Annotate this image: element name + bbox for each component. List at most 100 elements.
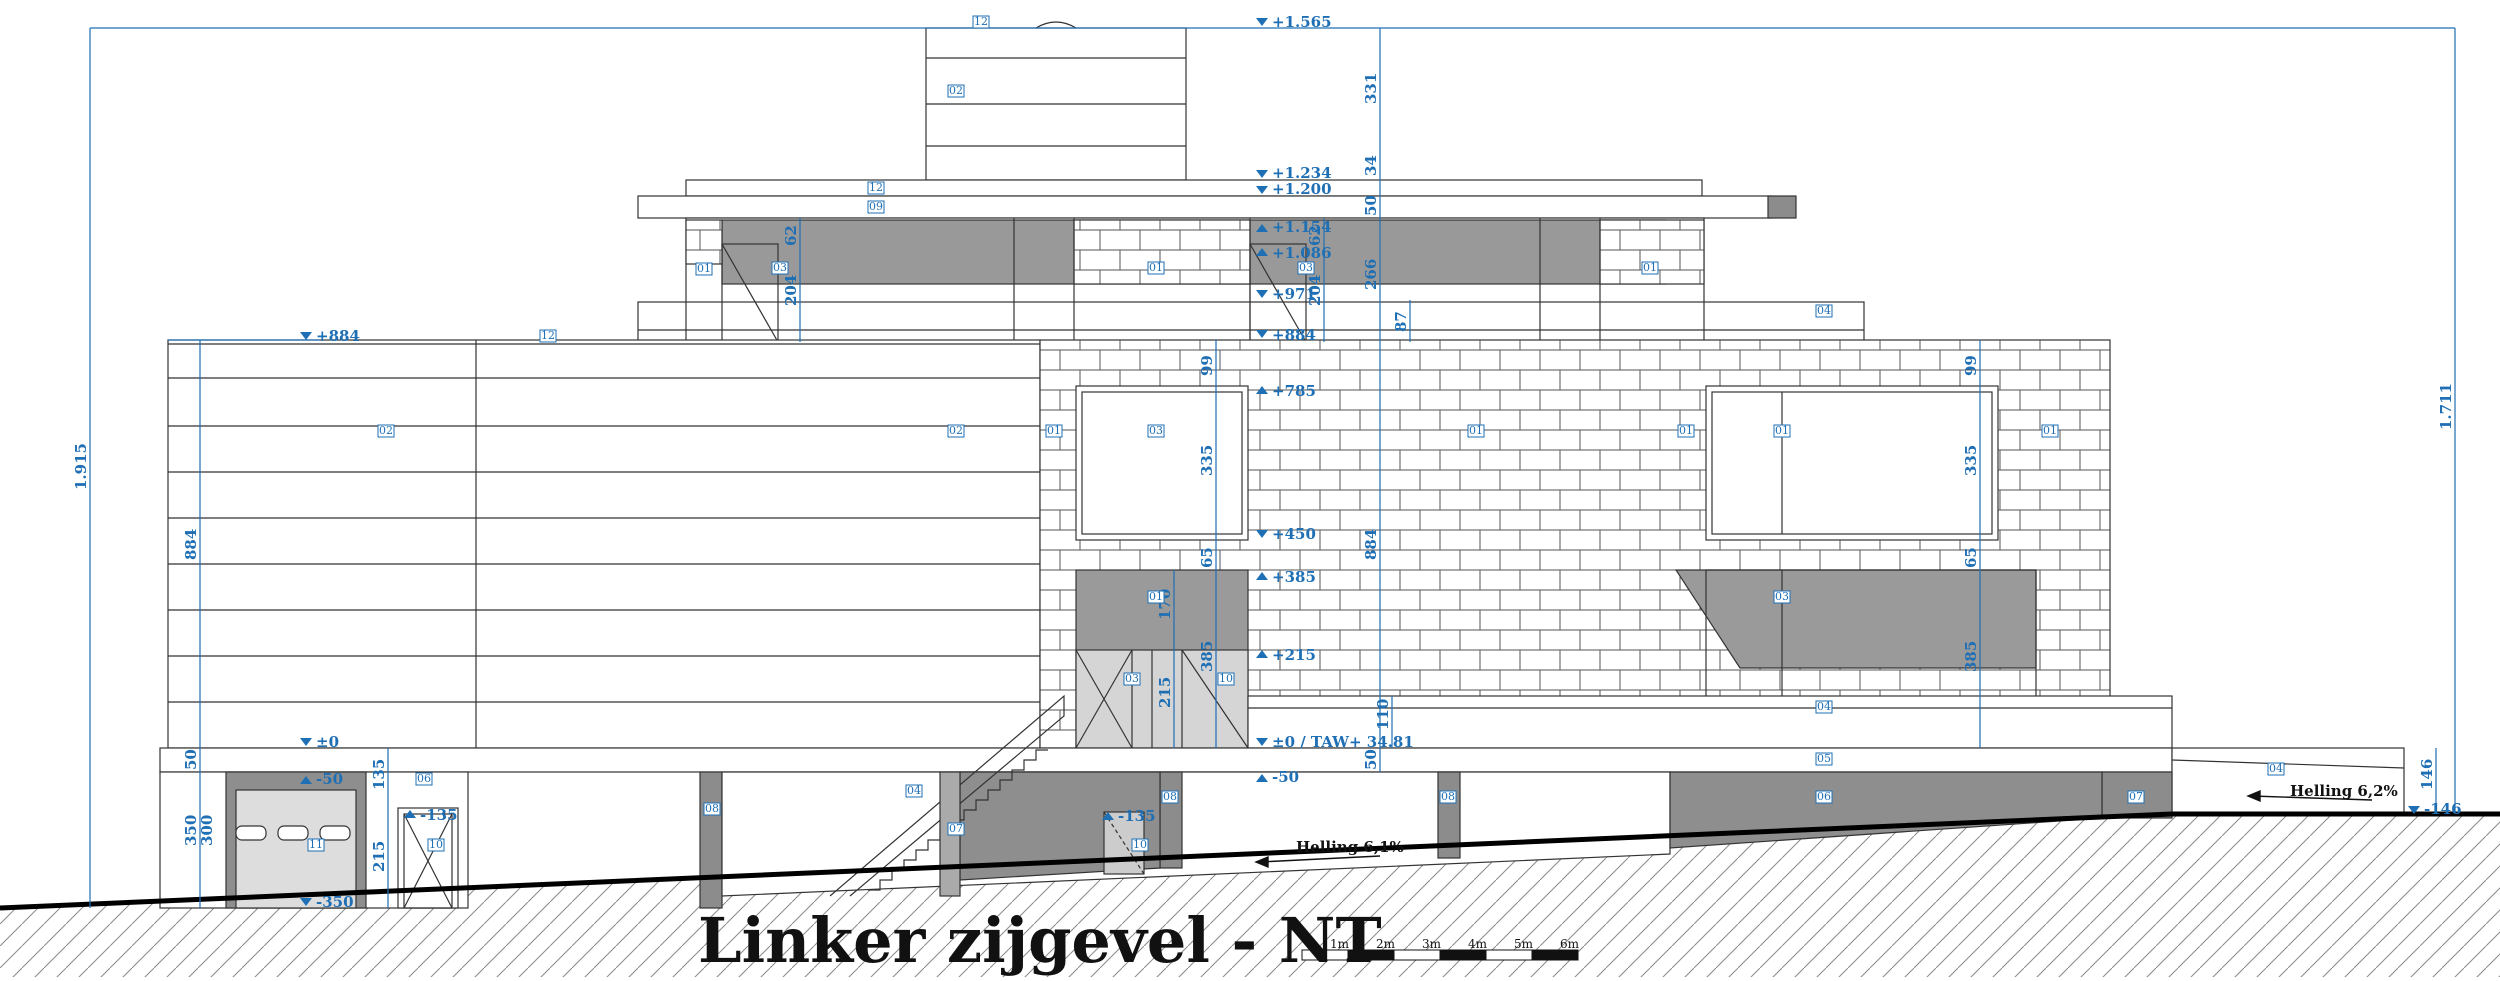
level-label: +450	[1272, 525, 1316, 543]
level-label: +215	[1272, 646, 1316, 664]
material-tag-label: 01	[2043, 424, 2057, 437]
material-tag-label: 07	[2129, 790, 2143, 803]
material-tag-label: 01	[1775, 424, 1789, 437]
level-label: +385	[1272, 568, 1316, 586]
material-tag-label: 02	[949, 84, 963, 97]
material-tag-label: 01	[1643, 261, 1657, 274]
material-tag-label: 10	[1133, 838, 1147, 851]
material-tag-label: 07	[949, 822, 963, 835]
material-tag-label: 01	[1469, 424, 1483, 437]
scale-bar	[1301, 949, 1579, 961]
material-tag-label: 03	[773, 261, 787, 274]
material-tag-label: 10	[429, 838, 443, 851]
material-tag-label: 04	[907, 784, 921, 797]
level-label: +785	[1272, 382, 1316, 400]
material-tag: 02	[377, 424, 395, 438]
material-tag: 12	[539, 329, 557, 343]
dimension-label: 34	[1362, 155, 1380, 176]
material-tag: 04	[2267, 762, 2285, 776]
dimension-label: 1.711	[2437, 383, 2455, 430]
dimension-label: 50	[1362, 195, 1380, 216]
material-tag: 03	[771, 261, 789, 275]
dimension-label: 385	[1198, 641, 1216, 672]
scale-label: 3m	[1422, 937, 1442, 951]
level-label: -50	[1272, 768, 1299, 786]
level-label: +884	[316, 327, 360, 345]
material-tag: 03	[1297, 261, 1315, 275]
ground-line	[0, 811, 2500, 911]
material-tag: 02	[947, 424, 965, 438]
dimension-label: 62	[782, 225, 800, 246]
material-tag-label: 12	[974, 15, 988, 28]
material-tag-label: 02	[379, 424, 393, 437]
level-markers	[300, 18, 2420, 906]
slope-label: Helling 6,2%	[2290, 782, 2398, 800]
material-tag-label: 11	[309, 838, 323, 851]
material-tag-label: 08	[705, 802, 719, 815]
dimension-label: 215	[370, 841, 388, 872]
material-tag-label: 12	[869, 181, 883, 194]
dimension-label: 335	[1962, 445, 1980, 476]
material-tag: 01	[2041, 424, 2059, 438]
material-tag-label: 01	[1149, 261, 1163, 274]
dimension-lines	[89, 27, 2456, 908]
ground-floor-base	[159, 695, 2405, 819]
material-tag: 02	[947, 84, 965, 98]
dimension-label: 50	[182, 749, 200, 770]
slope-label: Helling 6,1%	[1296, 838, 1404, 856]
dimension-label: 884	[182, 529, 200, 560]
dimension-label: 215	[1156, 677, 1174, 708]
level-label: +884	[1272, 326, 1316, 344]
material-tag: 04	[1815, 700, 1833, 714]
material-tag-label: 08	[1163, 790, 1177, 803]
dimension-label: 385	[1962, 641, 1980, 672]
material-tag: 01	[695, 262, 713, 276]
roof-slabs	[637, 179, 1797, 219]
material-tag-label: 12	[541, 329, 555, 342]
dimension-label: 135	[370, 759, 388, 790]
dimension-label: 1.915	[72, 443, 90, 490]
level-label: +1.200	[1272, 180, 1332, 198]
dimension-label: 204	[1306, 275, 1324, 306]
level-label: ±0	[316, 733, 339, 751]
material-tag: 05	[1815, 752, 1833, 766]
dimension-label: 62	[1306, 225, 1324, 246]
dimension-label: 99	[1962, 355, 1980, 376]
material-tag: 07	[2127, 790, 2145, 804]
material-tag-label: 03	[1149, 424, 1163, 437]
slope-arrows	[1254, 789, 2373, 869]
dimension-label: 266	[1362, 259, 1380, 290]
material-tag: 12	[867, 181, 885, 195]
material-tag-label: 10	[1219, 672, 1233, 685]
material-tag: 08	[1439, 790, 1457, 804]
material-tag: 01	[1045, 424, 1063, 438]
material-tag-label: 01	[1679, 424, 1693, 437]
material-tag: 11	[307, 838, 325, 852]
level-label: +1.565	[1272, 13, 1332, 31]
material-tag: 01	[1773, 424, 1791, 438]
material-tag: 06	[1815, 790, 1833, 804]
dimension-label: 331	[1362, 73, 1380, 104]
level-label: +1.086	[1272, 244, 1332, 262]
level-label: -50	[316, 770, 343, 788]
material-tag: 03	[1123, 672, 1141, 686]
drawing-title: Linker zijgevel - NT	[698, 904, 1382, 977]
dimension-label: 50	[1362, 749, 1380, 770]
scale-label: 6m	[1560, 937, 1580, 951]
material-tag: 01	[1147, 590, 1165, 604]
material-tag-label: 06	[1817, 790, 1831, 803]
dimension-label: 87	[1392, 311, 1410, 332]
material-tag: 12	[972, 15, 990, 29]
dimension-label: 65	[1198, 547, 1216, 568]
second-floor	[637, 217, 1865, 343]
ground-hatch	[0, 814, 2500, 977]
level-label: ±0 / TAW+ 34.81	[1272, 733, 1414, 751]
material-tag-label: 04	[1817, 304, 1831, 317]
material-tag: 07	[947, 822, 965, 836]
material-tag-label: 01	[697, 262, 711, 275]
scale-label: 4m	[1468, 937, 1488, 951]
dimension-label: 884	[1362, 529, 1380, 560]
material-tag: 10	[1217, 672, 1235, 686]
